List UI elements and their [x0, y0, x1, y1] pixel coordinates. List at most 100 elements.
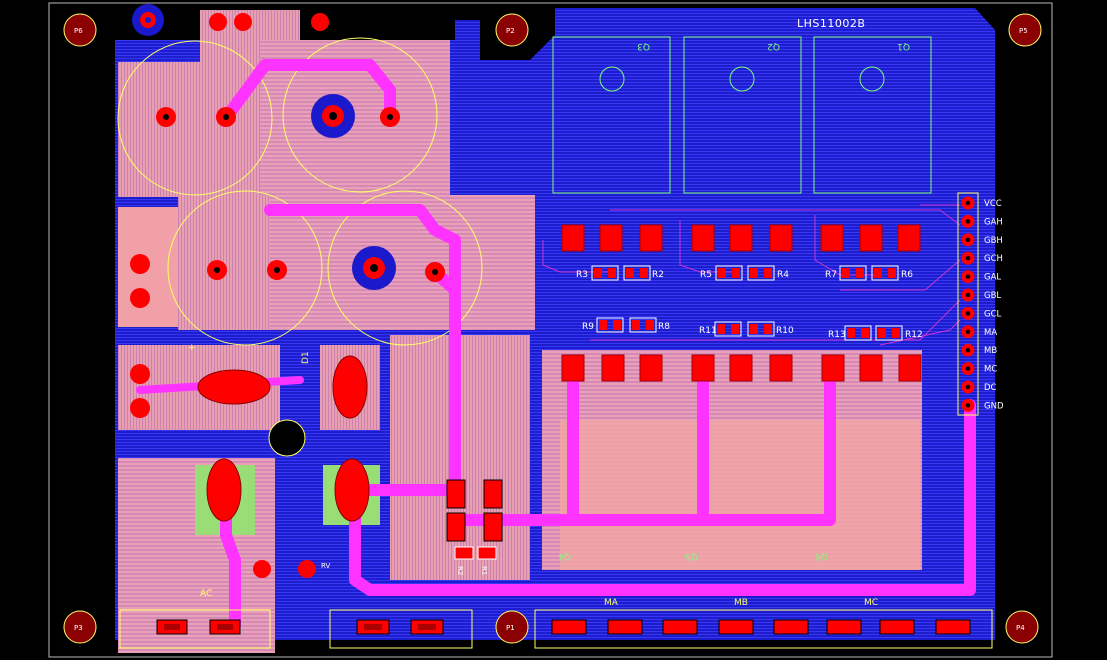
header-pin-label: VCC — [984, 199, 1002, 209]
header-pin-label: GBL — [984, 291, 1001, 301]
resistor-label: R7 — [825, 270, 837, 280]
sense-label: R2 — [456, 566, 464, 575]
header-pin-ma: MA — [961, 325, 997, 339]
resistors-lower: R9 R8 R11 R10 R13 R12 — [582, 317, 923, 341]
lower-mosfet-labels: Q4 Q5 Q6 — [558, 551, 828, 561]
lower-mosfet-label: Q5 — [685, 551, 698, 561]
mount-hole-label: P3 — [74, 624, 83, 632]
resistor-r8: R8 — [629, 317, 670, 333]
lower-mosfet-label: Q4 — [558, 551, 571, 561]
header-pin-label: GCH — [984, 254, 1003, 264]
mount-hole-p4: P4 — [1005, 610, 1039, 644]
mount-hole-p3: P3 — [63, 610, 97, 644]
board-outline — [48, 2, 1053, 658]
round-pads — [130, 4, 445, 578]
resistor-label: R13 — [828, 330, 846, 340]
resistor-label: R3 — [576, 270, 588, 280]
resistor-label: R8 — [658, 322, 670, 332]
mount-hole-label: P6 — [74, 27, 83, 35]
resistor-label: R10 — [776, 326, 794, 336]
polarity-mark: + — [188, 343, 196, 353]
header-pin-gcl: GCL — [961, 306, 1002, 320]
mosfet-label: Q1 — [897, 41, 910, 51]
mount-hole-label: P4 — [1016, 624, 1025, 632]
resistor-r7: R7 — [825, 265, 867, 281]
resistor-r5: R5 — [700, 265, 743, 281]
resistor-r12: R12 — [875, 325, 923, 341]
capacitor-outline — [117, 40, 273, 196]
mount-hole-p1: P1 — [495, 610, 529, 644]
sense-label: R1 — [480, 566, 488, 575]
lower-mosfet-label: Q6 — [815, 551, 828, 561]
resistor-r3: R3 — [576, 265, 619, 281]
resistor-label: R4 — [777, 270, 789, 280]
header-drill — [965, 366, 971, 371]
capacitor-outlines — [117, 37, 483, 346]
board-name: LHS11002B — [797, 17, 865, 30]
header-drill — [965, 329, 971, 334]
header-pin-label: MB — [984, 346, 997, 356]
header-pin-label: GBH — [984, 236, 1003, 246]
resistor-r4: R4 — [747, 265, 789, 281]
sense-resistors: R2 R1 — [446, 479, 503, 575]
mosfet-q2: Q2 — [683, 36, 802, 194]
header-pin-label: MC — [984, 365, 997, 375]
connector-label: MA — [604, 598, 619, 608]
traces — [136, 59, 976, 631]
resistor-label: R12 — [905, 330, 923, 340]
diode-label: D1 — [301, 351, 311, 364]
mosfet-packages: Q3 Q2 Q1 — [552, 36, 932, 194]
mosfet-q1: Q1 — [813, 36, 932, 194]
resistor-r9: R9 — [582, 317, 624, 333]
header-pin-label: GAH — [984, 217, 1003, 227]
mount-holes: P6 P2 P5 P3 P1 P4 — [63, 13, 1042, 644]
thin-traces — [542, 204, 961, 346]
header-pin-dc: DC — [961, 380, 997, 394]
mosfet-q3: Q3 — [552, 36, 671, 194]
mount-hole-p2: P2 — [495, 13, 529, 47]
header-pin-label: MA — [984, 328, 997, 338]
resistor-label: R2 — [652, 270, 664, 280]
capacitor-outline — [282, 37, 438, 193]
header-drill — [965, 292, 971, 298]
mount-hole-p6: P6 — [63, 13, 97, 47]
header-pin-label: GND — [984, 401, 1004, 411]
connector-label: MC — [864, 598, 878, 608]
connector-ac: AC — [119, 589, 271, 649]
resistor-label: R9 — [582, 322, 594, 332]
header-drill — [965, 237, 971, 242]
connector-dc — [329, 609, 473, 649]
header-drill — [965, 311, 971, 316]
mount-hole-label: P2 — [506, 27, 515, 35]
header-pin-mc: MC — [961, 362, 997, 376]
header-drill — [965, 274, 971, 279]
resistor-r11: R11 — [699, 321, 742, 337]
resistor-label: R11 — [699, 326, 717, 336]
header-pin-label: GCL — [984, 309, 1002, 319]
header-drill — [965, 219, 971, 224]
mosfet-label: Q3 — [637, 41, 650, 51]
mosfet-leg-pads-top — [561, 224, 921, 252]
header-pin-gah: GAH — [961, 214, 1003, 228]
header-drill — [965, 256, 971, 261]
signal-header: VCC GAH GBH GCH GAL GBL GCL MA MB MC DC GND — [957, 192, 1004, 416]
header-pin-mb: MB — [961, 343, 997, 357]
bottom-connectors: AC MA MB MC — [119, 589, 993, 649]
header-pin-gch: GCH — [961, 251, 1003, 265]
header-drill — [965, 403, 971, 408]
connector-motor: MA MB MC — [534, 598, 993, 649]
header-pin-gbh: GBH — [961, 233, 1003, 247]
mount-hole-label: P1 — [506, 624, 515, 632]
header-drill — [965, 348, 971, 353]
resistor-r10: R10 — [747, 321, 794, 337]
header-pin-label: DC — [984, 383, 997, 393]
resistor-label: R6 — [901, 270, 913, 280]
header-pin-gal: GAL — [961, 270, 1001, 284]
mosfet-leg-pads-bottom — [561, 354, 922, 382]
rv-label: RV — [321, 562, 330, 570]
header-pin-gbl: GBL — [961, 288, 1001, 302]
header-pin-vcc: VCC — [961, 196, 1002, 210]
header-pin-gnd: GND — [961, 398, 1004, 412]
header-drill — [965, 200, 971, 206]
